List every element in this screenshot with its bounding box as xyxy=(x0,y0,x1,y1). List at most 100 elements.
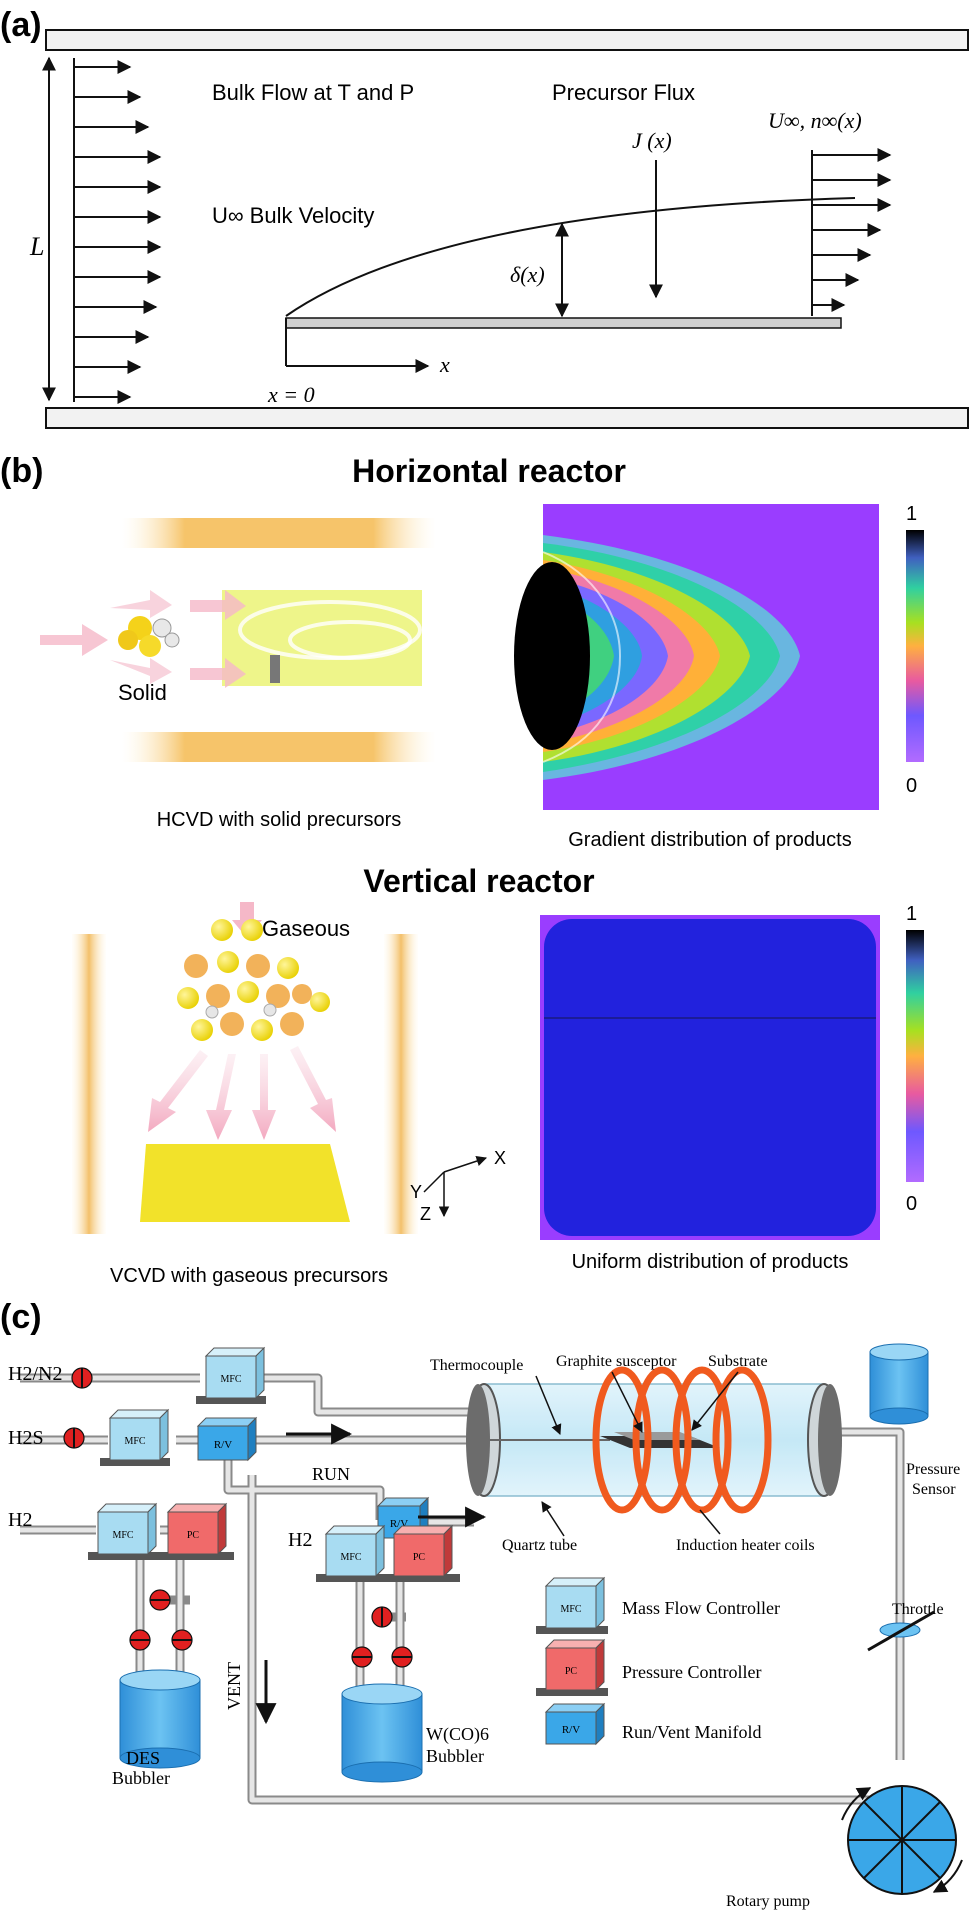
heater-right xyxy=(384,934,418,1234)
color-scale-bar-bottom xyxy=(906,930,924,1182)
des-bubbler: DES Bubbler xyxy=(112,1669,201,1788)
color-scale-bar-top xyxy=(906,530,924,762)
scale-max-bottom: 1 xyxy=(906,903,917,925)
uniform-map-field xyxy=(544,919,876,1236)
legend: MFC Mass Flow Controller PC Pressure Con… xyxy=(536,1576,780,1746)
svg-text:PC: PC xyxy=(413,1552,426,1563)
high-concentration-core xyxy=(514,562,590,750)
mfc-box-h2-left: MFC xyxy=(88,1502,162,1560)
legend-rv-label: Run/Vent Manifold xyxy=(622,1722,762,1742)
uniform-caption: Uniform distribution of products xyxy=(572,1251,849,1273)
svg-text:PC: PC xyxy=(565,1666,578,1677)
wco-bubbler-label: Bubbler xyxy=(426,1746,484,1766)
substrate-plate xyxy=(285,317,842,329)
bulk-flow-label: Bulk Flow at T and P xyxy=(212,80,414,105)
svg-text:MFC: MFC xyxy=(112,1530,133,1541)
gaseous-label: Gaseous xyxy=(262,916,350,941)
legend-rv-icon: R/V xyxy=(544,1702,606,1746)
scale-min-top: 0 xyxy=(906,775,917,797)
outlet-velocity-arrows xyxy=(812,148,892,312)
uniform-distribution-map: 1 0 Uniform distribution of products xyxy=(540,903,924,1273)
pc-box-left: PC xyxy=(160,1502,234,1560)
bottom-wall xyxy=(45,407,969,429)
panel-a: (a) L Bulk Flow at T and P Precursor Flu… xyxy=(0,6,969,429)
rv-box-mid: R/V xyxy=(376,1496,430,1540)
substrate-region xyxy=(222,590,422,686)
rv-box-top: R/V xyxy=(196,1416,258,1462)
induction-coils-label: Induction heater coils xyxy=(676,1537,815,1554)
hcvd-schematic: Solid HCVD with solid precursors xyxy=(40,518,436,831)
throttle-valve xyxy=(867,1610,935,1652)
gas-flow-arrows xyxy=(148,1046,336,1140)
svg-text:PC: PC xyxy=(187,1530,200,1541)
mfc-box-h2s: MFC xyxy=(100,1408,170,1466)
panel-c: (c) xyxy=(0,1298,963,1910)
pressure-sensor-label-1: Pressure xyxy=(906,1461,960,1478)
u-inf-label: U∞, n∞(x) xyxy=(768,108,862,133)
rotary-pump-label: Rotary pump xyxy=(726,1893,810,1910)
scale-max-top: 1 xyxy=(906,503,917,525)
panel-a-label: (a) xyxy=(0,6,42,44)
axis-x-label: X xyxy=(494,1148,506,1168)
mfc-box-h2-mid: MFC xyxy=(316,1524,390,1582)
delta-label: δ(x) xyxy=(510,262,545,287)
panel-b-label: (b) xyxy=(0,452,43,490)
panel-b: (b) Horizontal reactor Solid HCVD with s… xyxy=(0,452,924,1287)
heater-bottom xyxy=(122,732,436,762)
x0-label: x = 0 xyxy=(267,382,315,407)
x-axis-label: x xyxy=(439,352,450,377)
boundary-layer-curve xyxy=(285,197,856,317)
svg-text:MFC: MFC xyxy=(220,1374,241,1385)
gas-h2s-label: H2S xyxy=(8,1427,44,1449)
mfc-box-top: MFC xyxy=(196,1346,266,1404)
legend-pc-icon: PC xyxy=(536,1638,608,1696)
des-bubbler-label: Bubbler xyxy=(112,1768,170,1788)
quartz-tube-label: Quartz tube xyxy=(502,1537,577,1554)
pc-box-mid: PC xyxy=(386,1524,460,1582)
wco-label: W(CO)6 xyxy=(426,1724,489,1745)
pressure-sensor xyxy=(869,1343,929,1425)
gas-h2-mid-label: H2 xyxy=(288,1529,312,1551)
axis-y-label: Y xyxy=(410,1182,422,1202)
bulk-velocity-label: U∞ Bulk Velocity xyxy=(212,203,374,228)
solid-label: Solid xyxy=(118,680,167,705)
vertical-substrate xyxy=(140,1144,350,1222)
legend-mfc-icon: MFC xyxy=(536,1576,608,1634)
des-label: DES xyxy=(126,1748,160,1768)
rotary-pump xyxy=(841,1785,963,1895)
gas-h2-left-label: H2 xyxy=(8,1509,32,1531)
hcvd-caption: HCVD with solid precursors xyxy=(157,809,402,831)
thermocouple-label: Thermocouple xyxy=(430,1357,523,1374)
flux-symbol: J (x) xyxy=(632,128,672,153)
vent-label: VENT xyxy=(224,1662,244,1710)
L-label: L xyxy=(29,232,44,261)
graphite-susceptor-label: Graphite susceptor xyxy=(556,1353,677,1370)
heater-left xyxy=(72,934,106,1234)
run-label: RUN xyxy=(312,1464,350,1484)
valve-icons xyxy=(63,1367,413,1668)
induction-heater-coils xyxy=(592,1366,772,1514)
panel-c-label: (c) xyxy=(0,1298,42,1336)
legend-pc-label: Pressure Controller xyxy=(622,1662,761,1682)
svg-text:MFC: MFC xyxy=(124,1436,145,1447)
top-wall xyxy=(45,29,969,51)
legend-mfc-label: Mass Flow Controller xyxy=(622,1598,780,1618)
wco-bubbler: W(CO)6 Bubbler xyxy=(341,1683,489,1783)
substrate-label: Substrate xyxy=(708,1353,768,1370)
axis-z-label: Z xyxy=(420,1204,431,1224)
svg-text:R/V: R/V xyxy=(562,1724,580,1736)
precursor-flux-label: Precursor Flux xyxy=(552,80,695,105)
xyz-axes xyxy=(423,1156,487,1218)
vcvd-schematic: Gaseous xyxy=(72,902,506,1287)
inlet-velocity-arrows xyxy=(74,60,162,404)
svg-text:MFC: MFC xyxy=(560,1604,581,1615)
vcvd-caption: VCVD with gaseous precursors xyxy=(110,1265,388,1287)
throttle-label: Throttle xyxy=(892,1601,944,1618)
vertical-reactor-title: Vertical reactor xyxy=(363,863,594,899)
scale-min-bottom: 0 xyxy=(906,1193,917,1215)
quartz-tube-reactor xyxy=(466,1366,842,1514)
pressure-sensor-label-2: Sensor xyxy=(912,1481,956,1498)
horizontal-reactor-title: Horizontal reactor xyxy=(352,453,626,489)
gaseous-precursor-particles xyxy=(177,919,330,1041)
